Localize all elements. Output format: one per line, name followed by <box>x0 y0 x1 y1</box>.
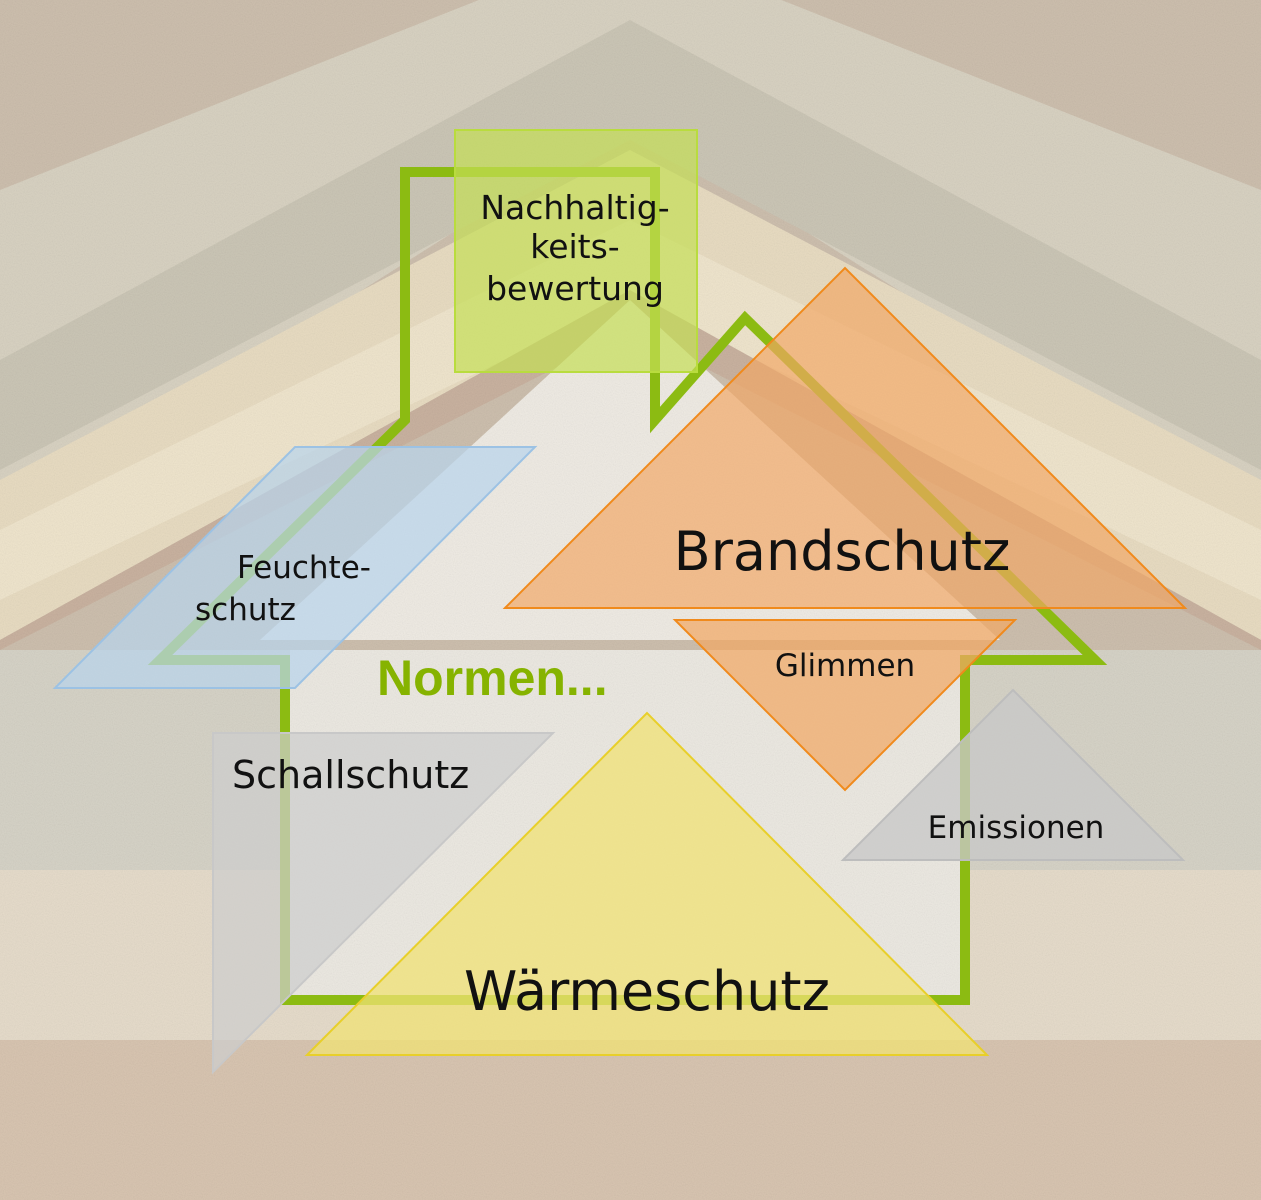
label-nachhaltigkeit-2: keits- <box>530 227 619 266</box>
label-emissionen: Emissionen <box>928 810 1105 846</box>
topic-nachhaltigkeitsbewertung: Nachhaltig- keits- bewertung <box>454 129 698 373</box>
topic-feuchteschutz: Feuchte- schutz <box>52 446 538 689</box>
topic-brandschutz: Brandschutz <box>502 266 1188 609</box>
label-feuchteschutz-2: schutz <box>195 592 296 628</box>
topic-schallschutz: Schallschutz <box>212 732 556 1075</box>
label-glimmen: Glimmen <box>775 648 915 684</box>
topic-waermeschutz: Wärmeschutz <box>304 711 990 1056</box>
label-feuchteschutz-1: Feuchte- <box>237 550 371 586</box>
topic-emissionen: Emissionen <box>840 688 1186 861</box>
label-brandschutz: Brandschutz <box>674 520 1011 583</box>
label-schallschutz: Schallschutz <box>232 753 469 797</box>
label-waermeschutz: Wärmeschutz <box>464 960 830 1023</box>
topic-glimmen: Glimmen <box>672 619 1018 792</box>
center-label-normen: Normen... <box>377 650 608 706</box>
label-nachhaltigkeit-1: Nachhaltig- <box>480 188 669 227</box>
label-nachhaltigkeit-3: bewertung <box>486 269 664 308</box>
